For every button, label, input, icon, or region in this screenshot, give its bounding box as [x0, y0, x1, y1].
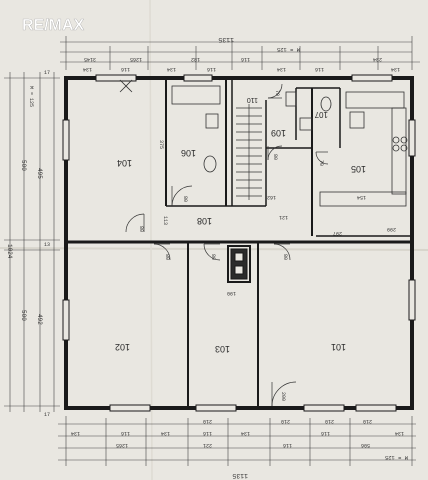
room-label-109: 109: [271, 128, 286, 138]
dim-label: 116: [315, 66, 324, 72]
dim-label: 134: [71, 430, 80, 436]
dim-bottom-overall: 1135: [232, 472, 248, 479]
dim-left-overall: 1024: [6, 244, 13, 259]
dim-left-scale: M = 125: [28, 86, 34, 107]
dim-label: 134: [161, 430, 170, 436]
dim-label: 134: [391, 66, 400, 72]
room-label-103: 103: [215, 344, 230, 354]
dim-label: 182: [191, 56, 200, 62]
dim-left-lower: 500: [20, 310, 27, 321]
dim-top-scale: M = 125: [277, 46, 300, 53]
staircase: [236, 104, 262, 200]
dim-label: 210: [281, 418, 290, 424]
dim-label: 116: [203, 430, 212, 436]
shower: [285, 91, 297, 107]
dim-inner-upper: 495: [36, 168, 43, 179]
room-label-107: 107: [314, 110, 328, 119]
dim-label: 17: [44, 70, 50, 76]
kitchen-counters: [319, 91, 408, 207]
room-label-102: 102: [115, 342, 130, 352]
chimney-cross: [119, 79, 133, 93]
small-dim-label: 121: [279, 214, 288, 220]
inner-walls: [66, 80, 412, 408]
room-label-110: 110: [247, 96, 258, 103]
dim-label: 116: [283, 442, 292, 448]
dim-label: 116: [121, 66, 130, 72]
room-label-106: 106: [181, 148, 196, 158]
dim-left-upper: 500: [20, 160, 27, 171]
top-dimensions: [60, 36, 420, 70]
small-dim-label: 299: [387, 226, 396, 232]
room-label-108: 108: [197, 216, 212, 226]
small-dim-label: 154: [357, 194, 366, 200]
dim-label: 210: [325, 418, 334, 424]
bottom-segment-labels: 134 116 134 116 134 116 134 210 210 210 …: [71, 418, 404, 448]
bottom-dimensions: [58, 416, 416, 466]
dim-label: 1265: [116, 442, 128, 448]
door-swings: [125, 83, 329, 407]
room-label-105: 105: [351, 164, 366, 174]
small-dim-label: 375: [158, 140, 164, 149]
room-label-104: 104: [117, 158, 132, 168]
dim-label: 134: [395, 430, 404, 436]
small-dim-label: 190: [227, 290, 236, 296]
dim-bottom-scale: M = 125: [385, 454, 408, 461]
dim-label: 134: [241, 430, 250, 436]
small-dim-label: 113: [162, 216, 168, 225]
remax-logo-text: RE/MAX: [22, 17, 85, 34]
toilet: [320, 96, 332, 112]
bathtub: [171, 85, 221, 105]
remax-logo: RE/MAX: [22, 17, 85, 34]
door-size-label: 80: [164, 254, 170, 260]
door-size-label: 70: [274, 90, 280, 96]
washbasin: [205, 113, 219, 129]
door-size-label: 80: [182, 196, 188, 202]
small-dim-label: 297: [333, 230, 342, 236]
paper-fold: [0, 247, 428, 251]
room-label-101: 101: [331, 342, 346, 352]
dim-top-overall: 1135: [218, 36, 234, 43]
door-size-label: 80: [138, 226, 144, 232]
door-size-label: 200: [280, 392, 286, 401]
bath-fixtures: [171, 85, 332, 173]
left-dimensions: [4, 72, 60, 412]
door-size-label: 80: [272, 154, 278, 160]
dim-label: 13: [44, 242, 50, 248]
door-size-label: 70: [318, 160, 324, 166]
dim-label: 134: [277, 66, 286, 72]
top-segment-labels: 134 116 134 116 134 116 134 3145 1265 18…: [83, 56, 400, 72]
dim-label: 17: [44, 412, 50, 418]
dim-label: 210: [363, 418, 372, 424]
room-labels: 104 106 109 107 105 108 110 102 103 101: [115, 96, 366, 354]
dim-label: 134: [167, 66, 176, 72]
dim-label: 116: [207, 66, 216, 72]
small-dim-label: 162: [267, 194, 276, 200]
dim-label: 134: [83, 66, 92, 72]
washbasin: [299, 117, 313, 131]
dim-label: 3145: [84, 56, 96, 62]
dim-label: 221: [203, 442, 212, 448]
dim-label: 506: [361, 442, 370, 448]
dim-label: 116: [321, 430, 330, 436]
dim-label: 116: [241, 56, 250, 62]
toilet: [203, 155, 217, 173]
door-size-label: 80: [282, 254, 288, 260]
chimney-hatch: [230, 248, 248, 280]
dim-label: 234: [373, 56, 382, 62]
misc-labels: 113 375 162 297 154 299 121 190: [158, 140, 396, 296]
door-size-label: 80: [210, 254, 216, 260]
windows: [62, 74, 416, 412]
dim-label: 1265: [130, 56, 142, 62]
door-labels: 80 80 80 80 80 80 70 70 200: [138, 90, 324, 401]
dim-inner-lower: 492: [36, 314, 43, 325]
dim-label: 210: [203, 418, 212, 424]
dim-label: 116: [121, 430, 130, 436]
